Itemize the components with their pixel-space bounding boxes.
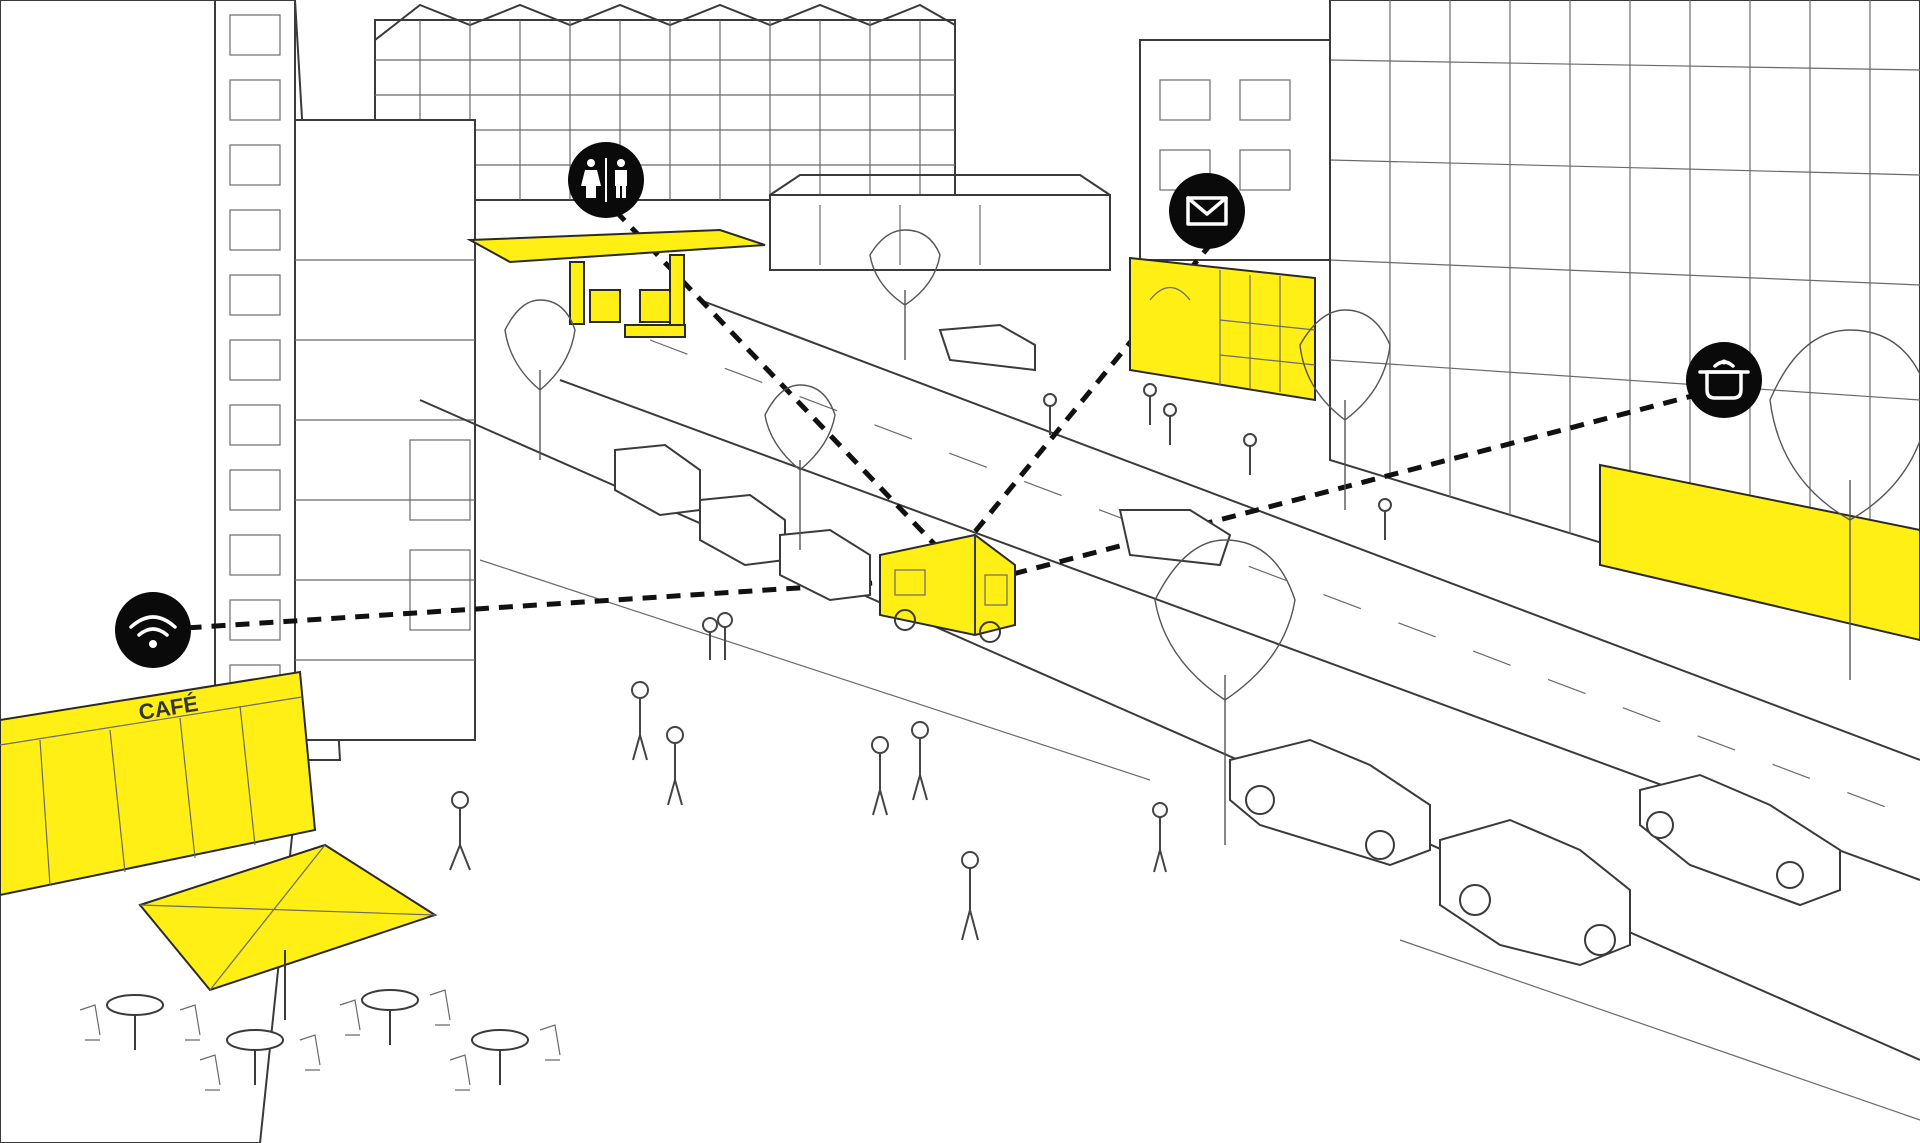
envelope-icon[interactable] (1169, 173, 1245, 249)
restroom-icon[interactable] (568, 142, 644, 218)
cafe-tables-and-chairs (79, 989, 561, 1091)
mobile-trailer (879, 533, 1016, 643)
parked-cars (614, 323, 1841, 967)
post-office-storefront (1129, 256, 1316, 402)
street-trees (504, 229, 1920, 845)
cooking-pot-icon[interactable] (1686, 342, 1762, 418)
gas-station-canopy (466, 228, 766, 338)
shop-storefront-right (1599, 463, 1920, 642)
line-to-toilets (603, 198, 942, 552)
pedestrians (449, 383, 1392, 941)
connection-lines (154, 198, 1716, 633)
line-to-mail (958, 243, 1212, 552)
cafe-storefront: CAFÉ (0, 670, 317, 897)
background-apartment-blocks (374, 3, 1111, 271)
cafe-umbrella (138, 843, 438, 1020)
line-to-cooking (989, 387, 1716, 583)
line-to-wifi (154, 577, 921, 633)
wifi-icon[interactable] (115, 592, 191, 668)
